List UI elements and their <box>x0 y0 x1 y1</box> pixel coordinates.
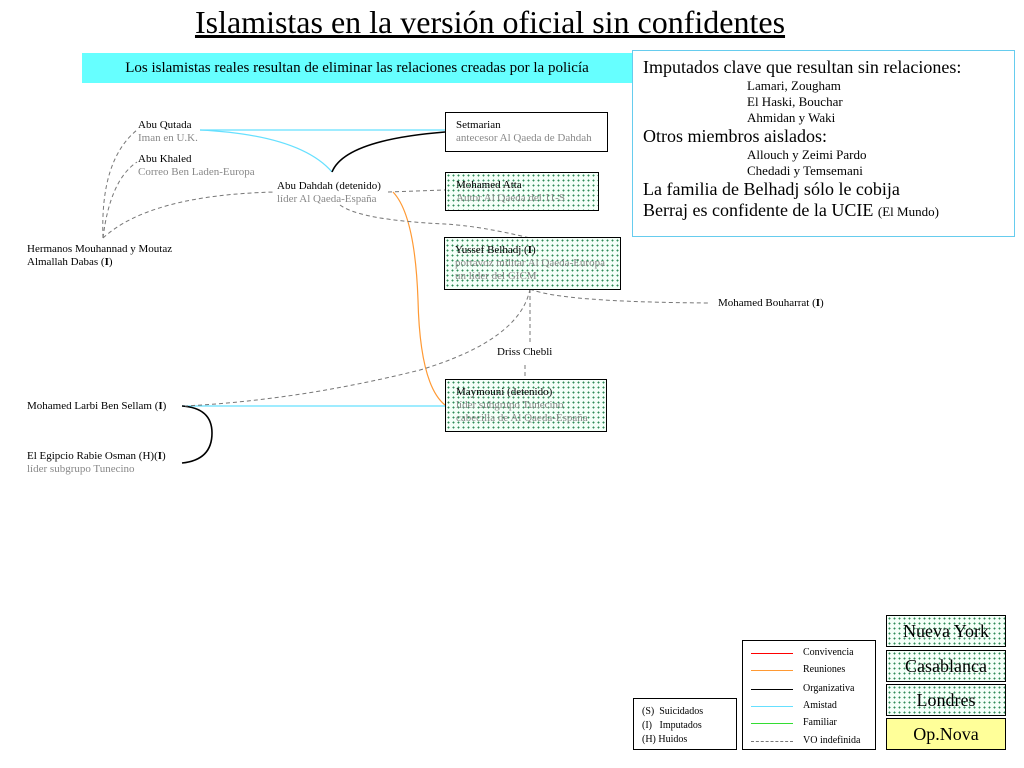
legend-code-row: (I) Imputados <box>642 720 702 731</box>
panel-item: Lamari, Zougham <box>747 78 841 93</box>
link-dahdah-belhadj <box>339 204 531 239</box>
panel-item: El Haski, Bouchar <box>747 94 843 109</box>
panel-family-note: La familia de Belhadj sólo le cobija <box>643 179 900 199</box>
node-abu-khaled: Abu Khaled Correo Ben Laden-Europa <box>138 153 255 179</box>
node-role: líder subgrupo Tunecino <box>27 463 135 475</box>
node-mohamed-bouharrat: Mohamed Bouharrat (I) <box>718 297 824 310</box>
node-name: Abu Khaled <box>138 153 192 165</box>
node-role: un líder del GICM <box>455 270 537 282</box>
city-op-nova: Op.Nova <box>886 718 1006 750</box>
legend-row-amistad: Amistad <box>751 699 881 715</box>
panel-item: Allouch y Zeimi Pardo <box>747 147 867 162</box>
node-name: Mohamed Larbi Ben Sellam (I) <box>27 400 167 412</box>
link-dahdah-setmarian <box>331 131 446 173</box>
node-role: líder Al Qaeda-España <box>277 193 377 205</box>
link-belhadj-larbi <box>184 288 531 407</box>
node-name: Abu Dahdah (detenido) <box>277 180 381 192</box>
node-hermanos: Hermanos Mouhannad y Moutaz Almallah Dab… <box>27 243 172 269</box>
legend-row-convivencia: Convivencia <box>751 646 881 662</box>
node-role: portavoz militar Al Qaeda-Europa <box>455 257 605 269</box>
node-name: Abu Qutada <box>138 119 192 131</box>
node-abu-dahdah: Abu Dahdah (detenido) líder Al Qaeda-Esp… <box>277 180 381 206</box>
legend-label: Organizativa <box>803 683 855 694</box>
node-abu-qutada: Abu Qutada Iman en U.K. <box>138 119 198 145</box>
link-hermanos-qutada <box>102 129 138 239</box>
node-name: Mohamed Atta <box>456 179 522 191</box>
node-role: cabecilla de Al Qaeda-España <box>456 412 588 424</box>
imputado-mark: I <box>158 400 163 412</box>
legend-label: Familiar <box>803 717 837 728</box>
legend-row-vo-indefinida: VO indefinida <box>751 734 881 750</box>
link-dahdah-maymouni <box>392 191 446 406</box>
legend-label: Convivencia <box>803 647 854 658</box>
imputado-mark: I <box>527 244 532 256</box>
node-name-line2: Almallah Dabas (I) <box>27 256 113 268</box>
imputado-mark: I <box>104 256 109 268</box>
panel-heading-key: Imputados clave que resultan sin relacio… <box>643 57 962 77</box>
link-qutada-dahdah <box>199 129 333 173</box>
node-yussef-belhadj: Yussef Belhadj (I) portavoz militar Al Q… <box>444 237 621 290</box>
node-role: Correo Ben Laden-Europa <box>138 166 255 178</box>
legend-row-organizativa: Organizativa <box>751 682 881 698</box>
node-name: Setmarian <box>456 119 501 131</box>
page-title: Islamistas en la versión oficial sin con… <box>194 4 786 40</box>
link-hermanos-khaled <box>102 161 138 239</box>
legend-swatch <box>751 741 793 742</box>
node-role: antecesor Al Qaeda de Dahdah <box>456 132 592 144</box>
legend-swatch <box>751 723 793 724</box>
imputado-mark: I <box>157 450 163 462</box>
panel-berraj-note: Berraj es confidente de la UCIE (El Mund… <box>643 200 939 220</box>
panel-item: Ahmidan y Waki <box>747 110 836 125</box>
imputado-mark: I <box>815 297 821 309</box>
node-el-egipcio: El Egipcio Rabie Osman (H)(I) líder subg… <box>27 450 166 476</box>
link-larbi-egipcio <box>181 405 213 464</box>
legend-code-row: (S) Suicidados <box>642 706 704 717</box>
node-driss-chebli: Driss Chebli <box>497 346 552 359</box>
panel-heading-others: Otros miembros aislados: <box>643 126 827 146</box>
legend-row-familiar: Familiar <box>751 716 881 732</box>
node-name: Driss Chebli <box>497 346 553 358</box>
panel-source: (El Mundo) <box>877 204 939 219</box>
info-panel: Imputados clave que resultan sin relacio… <box>632 50 1015 237</box>
node-larbi-ben-sellam: Mohamed Larbi Ben Sellam (I) <box>27 400 166 413</box>
legend-row-reuniones: Reuniones <box>751 663 881 679</box>
node-name: Maymouni (detenido) <box>456 386 553 398</box>
node-role: Iman en U.K. <box>138 132 198 144</box>
node-setmarian: Setmarian antecesor Al Qaeda de Dahdah <box>445 112 608 152</box>
link-belhadj-bouharrat <box>529 288 711 304</box>
city-nueva-york: Nueva York <box>886 615 1006 647</box>
legend-label: Amistad <box>803 700 837 711</box>
node-name: Yussef Belhadj (I) <box>455 244 536 256</box>
legend-codes: (S) Suicidados (I) Imputados (H) Huidos <box>633 698 737 750</box>
legend-label: VO indefinida <box>803 735 861 746</box>
banner: Los islamistas reales resultan de elimin… <box>82 53 632 83</box>
node-maymouni: Maymouni (detenido) líder subgrupo Tunec… <box>445 379 607 432</box>
legend-swatch <box>751 706 793 707</box>
node-name: El Egipcio Rabie Osman (H)(I) <box>27 450 166 462</box>
node-role: líder subgrupo Tunecino <box>456 399 564 411</box>
legend-swatch <box>751 689 793 690</box>
link-hermanos-dahdah <box>102 191 276 239</box>
node-name: Mohamed Bouharrat (I) <box>718 297 824 309</box>
link-dahdah-atta <box>387 189 446 193</box>
node-mohamed-atta: Mohamed Atta Autor Al Qaeda del 11-S <box>445 172 599 211</box>
node-name: Hermanos Mouhannad y Moutaz <box>27 243 173 255</box>
legend-label: Reuniones <box>803 664 846 675</box>
legend-swatch <box>751 653 793 654</box>
panel-item: Chedadi y Temsemani <box>747 163 863 178</box>
legend-code-row: (H) Huidos <box>642 734 688 745</box>
node-role: Autor Al Qaeda del 11-S <box>456 192 565 204</box>
city-casablanca: Casablanca <box>886 650 1006 682</box>
legend-swatch <box>751 670 793 671</box>
legend-lines: Convivencia Reuniones Organizativa Amist… <box>742 640 876 750</box>
city-londres: Londres <box>886 684 1006 716</box>
